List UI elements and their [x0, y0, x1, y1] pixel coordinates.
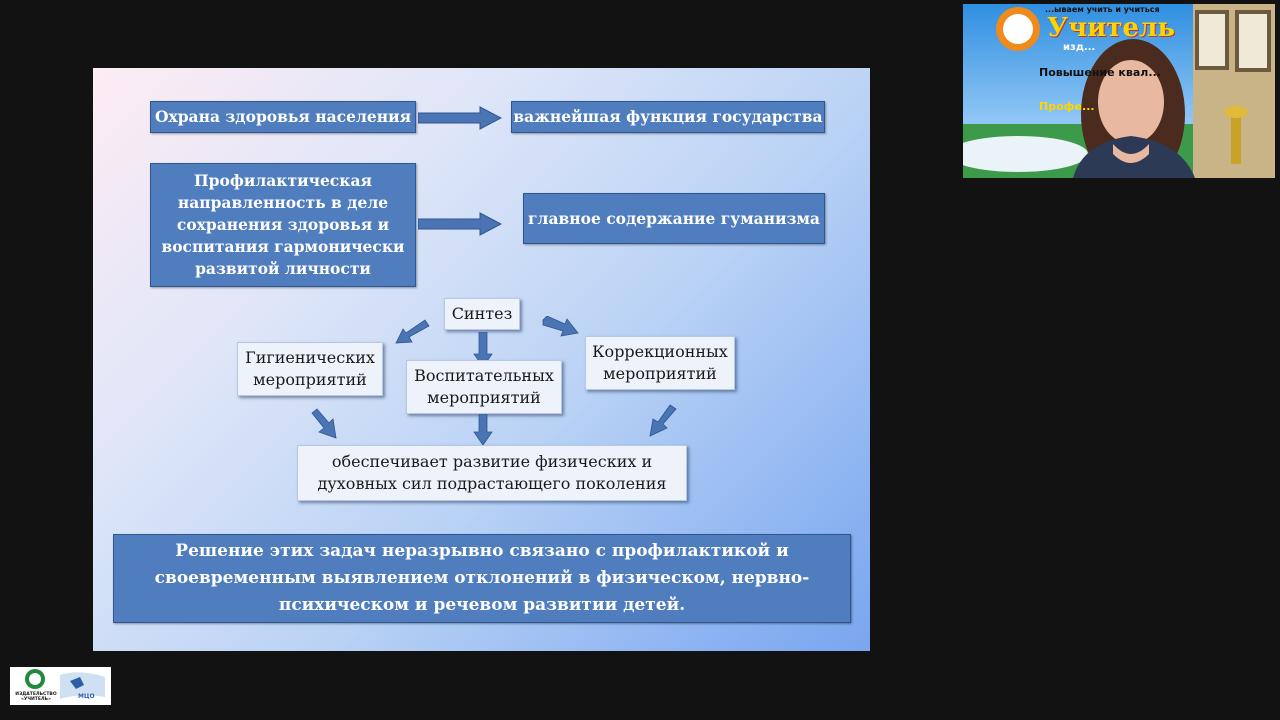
health-protection-box: Охрана здоровья населения: [150, 101, 416, 133]
webcam-banner-line2: Профе...: [1039, 100, 1095, 113]
result-text: обеспечивает развитие физических и духов…: [317, 452, 667, 493]
arrow-right-icon: [418, 106, 502, 130]
arrow-down-icon: [473, 414, 493, 446]
webcam-banner-brand: Учитель: [1047, 13, 1176, 43]
result-box: обеспечивает развитие физических и духов…: [297, 445, 687, 501]
prevention-text: Профилактическая направленность в деле с…: [161, 171, 405, 278]
synthesis-text: Синтез: [451, 304, 513, 323]
arrow-right-icon: [418, 212, 502, 236]
conclusion-text: Решение этих задач неразрывно связано с …: [154, 541, 810, 615]
state-function-box: важнейшая функция государства: [511, 101, 825, 133]
hygienic-text: Гигиенических мероприятий: [245, 348, 375, 389]
arrow-down-right-icon: [311, 408, 337, 439]
correctional-box: Коррекционных мероприятий: [585, 336, 735, 390]
webcam-video: ...ываем учить и учиться Учитель изд... …: [963, 4, 1275, 178]
correctional-text: Коррекционных мероприятий: [592, 342, 728, 383]
arrow-down-right-icon: [542, 316, 579, 337]
webcam-scene: [963, 4, 1275, 178]
state-function-text: важнейшая функция государства: [513, 107, 823, 126]
webcam-banner-sub: изд...: [1063, 42, 1096, 53]
presentation-slide: Охрана здоровья населения важнейшая функ…: [93, 68, 870, 651]
prevention-box: Профилактическая направленность в деле с…: [150, 163, 416, 287]
health-protection-text: Охрана здоровья населения: [154, 107, 412, 126]
webcam-banner-top: ...ываем учить и учиться: [1045, 5, 1160, 14]
publisher-logo-mark: [25, 669, 105, 699]
webcam-banner-line1: Повышение квал...: [1039, 66, 1161, 79]
arrow-down-left-icon: [395, 319, 430, 344]
humanism-text: главное содержание гуманизма: [528, 208, 820, 228]
synthesis-box: Синтез: [444, 298, 520, 330]
publisher-logo: ИЗДАТЕЛЬСТВО «УЧИТЕЛЬ» МЦО: [10, 667, 111, 705]
hygienic-box: Гигиенических мероприятий: [237, 342, 383, 396]
conclusion-box: Решение этих задач неразрывно связано с …: [113, 534, 851, 623]
publisher-logo-mark-text: МЦО: [78, 693, 95, 700]
educational-text: Воспитательных мероприятий: [414, 366, 554, 407]
publisher-logo-label: ИЗДАТЕЛЬСТВО «УЧИТЕЛЬ»: [15, 692, 57, 702]
arrow-down-left-icon: [649, 404, 677, 437]
educational-box: Воспитательных мероприятий: [406, 360, 562, 414]
humanism-box: главное содержание гуманизма: [523, 193, 825, 244]
